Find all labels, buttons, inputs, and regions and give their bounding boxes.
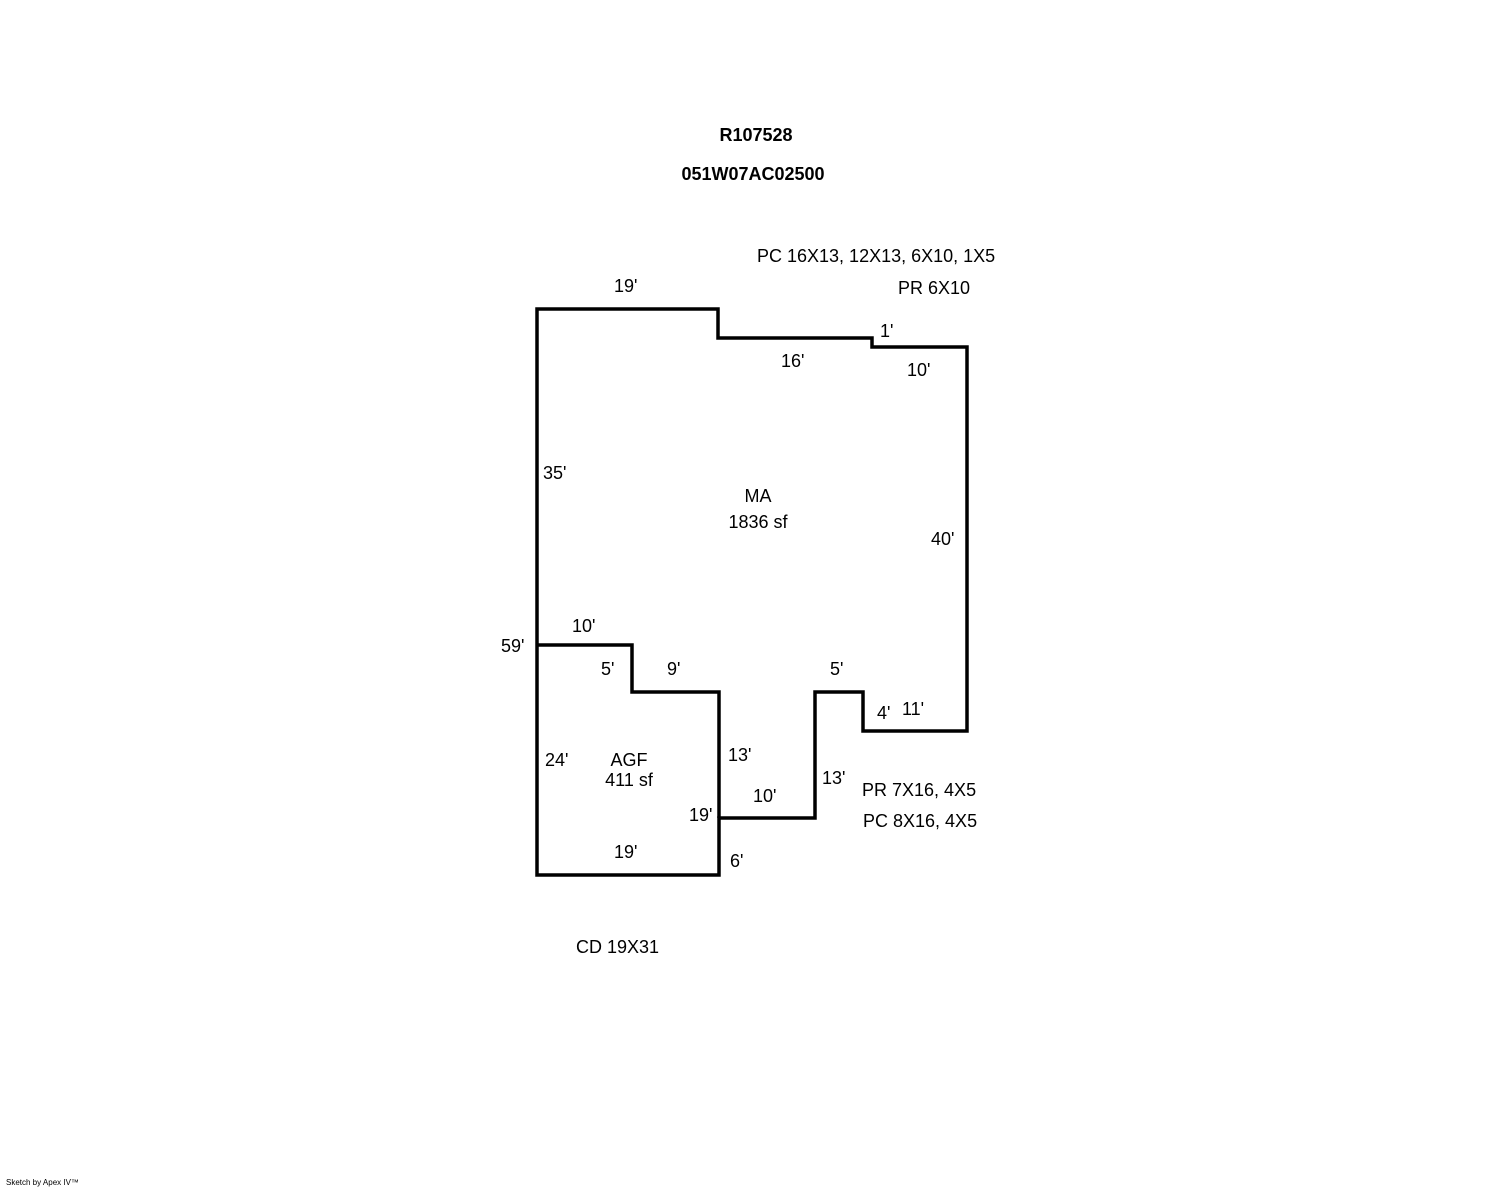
- dimension-label: 24': [545, 750, 568, 770]
- dimension-label: 16': [781, 351, 804, 371]
- garage-size: 411 sf: [605, 770, 654, 790]
- porch-covered-note-bottom: PC 8X16, 4X5: [863, 811, 977, 831]
- dimension-label: 35': [543, 463, 566, 483]
- garage-divider-line: [537, 643, 721, 818]
- main-area-outline: [535, 307, 969, 877]
- dimension-label: 5': [601, 659, 614, 679]
- dimension-label: 6': [730, 851, 743, 871]
- dimension-label: 10': [907, 360, 930, 380]
- dimension-label: 10': [753, 786, 776, 806]
- map-number: 051W07AC02500: [681, 164, 824, 184]
- dimension-label: 10': [572, 616, 595, 636]
- dimension-label: 19': [614, 842, 637, 862]
- dimension-label: 19': [614, 276, 637, 296]
- main-area-label: MA: [745, 486, 772, 506]
- garage-label: AGF: [610, 750, 647, 770]
- patio-note-bottom: PR 7X16, 4X5: [862, 780, 976, 800]
- dimension-label: 13': [822, 768, 845, 788]
- dimension-label: 9': [667, 659, 680, 679]
- dimension-label: 59': [501, 636, 524, 656]
- dimension-label: 5': [830, 659, 843, 679]
- dimension-labels: 19' 16' 1' 10' 35' 40' 59' 10' 5' 9' 5' …: [501, 276, 954, 871]
- account-number: R107528: [719, 125, 792, 145]
- software-credit: Sketch by Apex IV™: [6, 1178, 79, 1187]
- dimension-label: 40': [931, 529, 954, 549]
- main-area-size: 1836 sf: [728, 512, 788, 532]
- dimension-label: 1': [880, 321, 893, 341]
- dimension-label: 11': [902, 699, 924, 719]
- patio-note: PR 6X10: [898, 278, 970, 298]
- deck-note: CD 19X31: [576, 937, 659, 957]
- dimension-label: 4': [877, 703, 890, 723]
- porch-covered-note: PC 16X13, 12X13, 6X10, 1X5: [757, 246, 995, 266]
- dimension-label: 13': [728, 745, 751, 765]
- dimension-label: 19': [689, 805, 712, 825]
